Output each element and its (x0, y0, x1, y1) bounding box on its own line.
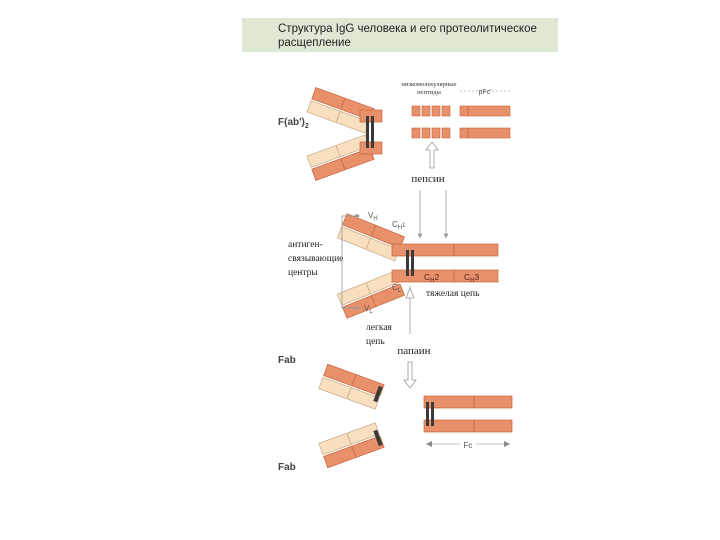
fab-bottom-label: Fab (278, 462, 296, 473)
low-mw-peptides-label-2: пептиды (417, 89, 441, 96)
fc-fragment (424, 396, 512, 432)
igg-diagram: F(ab')2 низкомолекулярные пептиды pFc' (242, 18, 558, 514)
fab-top-label: Fab (278, 355, 296, 366)
disulfide-bond (371, 116, 374, 148)
papain-label: папаин (397, 345, 430, 357)
igg-figure: Структура IgG человека и его протеолитич… (242, 18, 558, 514)
vh-label: VH (368, 211, 378, 222)
disulfide-bond (406, 250, 409, 276)
ch1-label: CH1 (392, 220, 406, 231)
antigen-binding-label-1: антиген- (288, 240, 323, 250)
fab2-fragment (307, 88, 382, 181)
light-chain-label-2: цепь (366, 337, 385, 347)
antigen-binding-label-3: центры (288, 268, 318, 278)
light-chain-label-1: легкая (366, 323, 393, 333)
heavy-chain-label: тяжелая цепь (426, 289, 480, 299)
antigen-binding-label-2: связывающие (288, 254, 343, 264)
disulfide-bond (366, 116, 369, 148)
pepsin-label: пепсин (411, 173, 444, 185)
low-mw-peptides-label-1: низкомолекулярные (401, 81, 456, 88)
fc-label: Fc (464, 441, 473, 450)
pfc-label: pFc' (478, 89, 491, 96)
pepsin-arrow (426, 142, 438, 168)
fab-fragment-bottom (319, 423, 384, 468)
pfc-fragment (460, 106, 510, 138)
fab2-label: F(ab')2 (278, 117, 309, 130)
fab-fragment-top (319, 364, 384, 409)
low-mw-peptides (412, 106, 450, 138)
disulfide-bond (411, 250, 414, 276)
igg-molecule (337, 214, 498, 319)
papain-arrow (404, 362, 416, 388)
